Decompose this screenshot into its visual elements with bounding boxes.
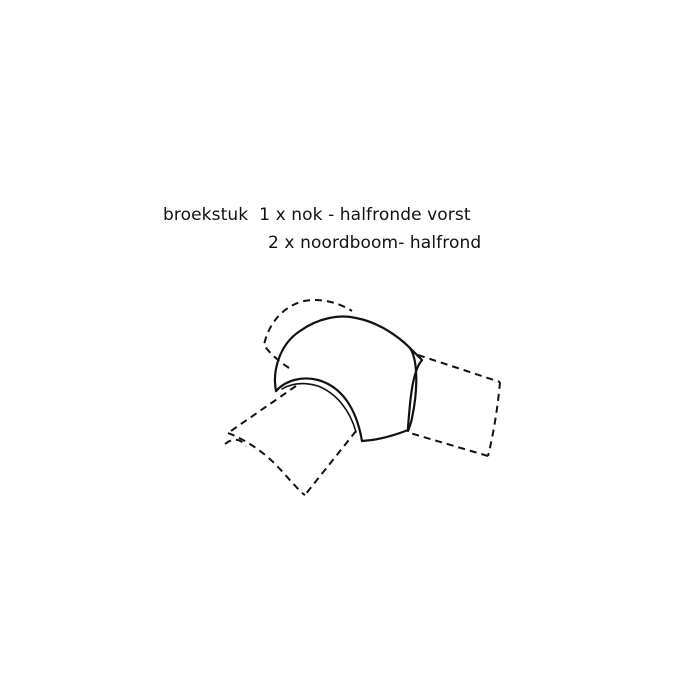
fitting-body (274, 315, 424, 443)
ghost-left-piece (224, 385, 357, 496)
caption-line-1: broekstuk 1 x nok - halfronde vorst (163, 205, 471, 225)
ghost-right-piece (409, 354, 501, 457)
ghost-ridge-piece (263, 299, 353, 369)
caption-line-2: 2 x noordboom- halfrond (268, 233, 482, 253)
